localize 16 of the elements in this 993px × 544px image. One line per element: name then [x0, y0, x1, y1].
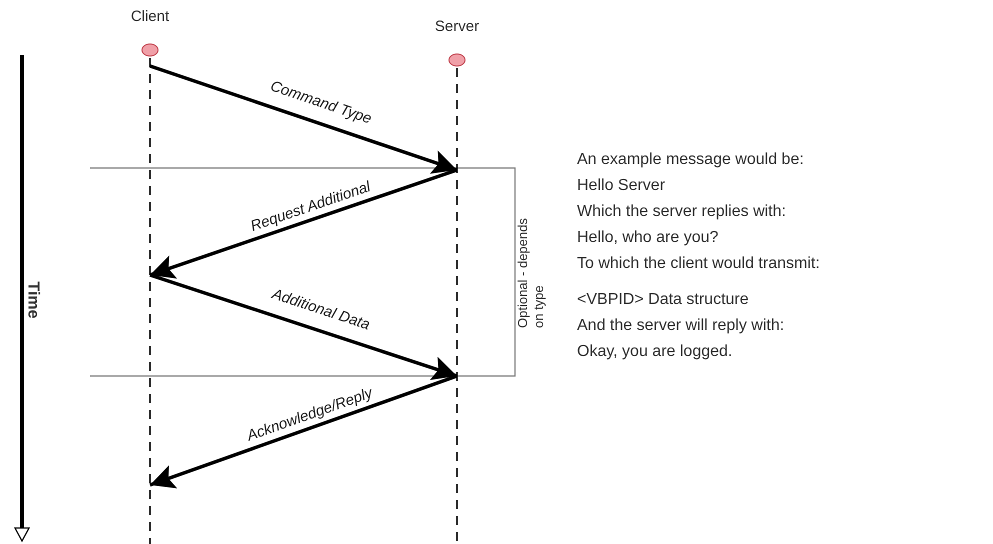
message-arrow — [149, 374, 458, 488]
bracket-label: Optional - depends on type — [515, 217, 547, 328]
note-text: Okay, you are logged. — [577, 342, 732, 362]
note-text: Hello, who are you? — [577, 228, 718, 248]
note-text: And the server will reply with: — [577, 316, 784, 336]
message-arrow — [149, 168, 458, 279]
note-text: To which the client would transmit: — [577, 254, 820, 274]
message-arrow — [149, 273, 458, 380]
participant-label: Server — [434, 18, 480, 35]
message-arrow — [149, 64, 458, 174]
axis-label: Time — [23, 281, 42, 319]
note-text: <VBPID> Data structure — [577, 290, 749, 310]
note-text: Hello Server — [577, 176, 666, 196]
note-text: Which the server replies with: — [577, 202, 786, 222]
note-text: An example message would be: — [577, 150, 804, 170]
participant-label: Client — [130, 8, 170, 25]
